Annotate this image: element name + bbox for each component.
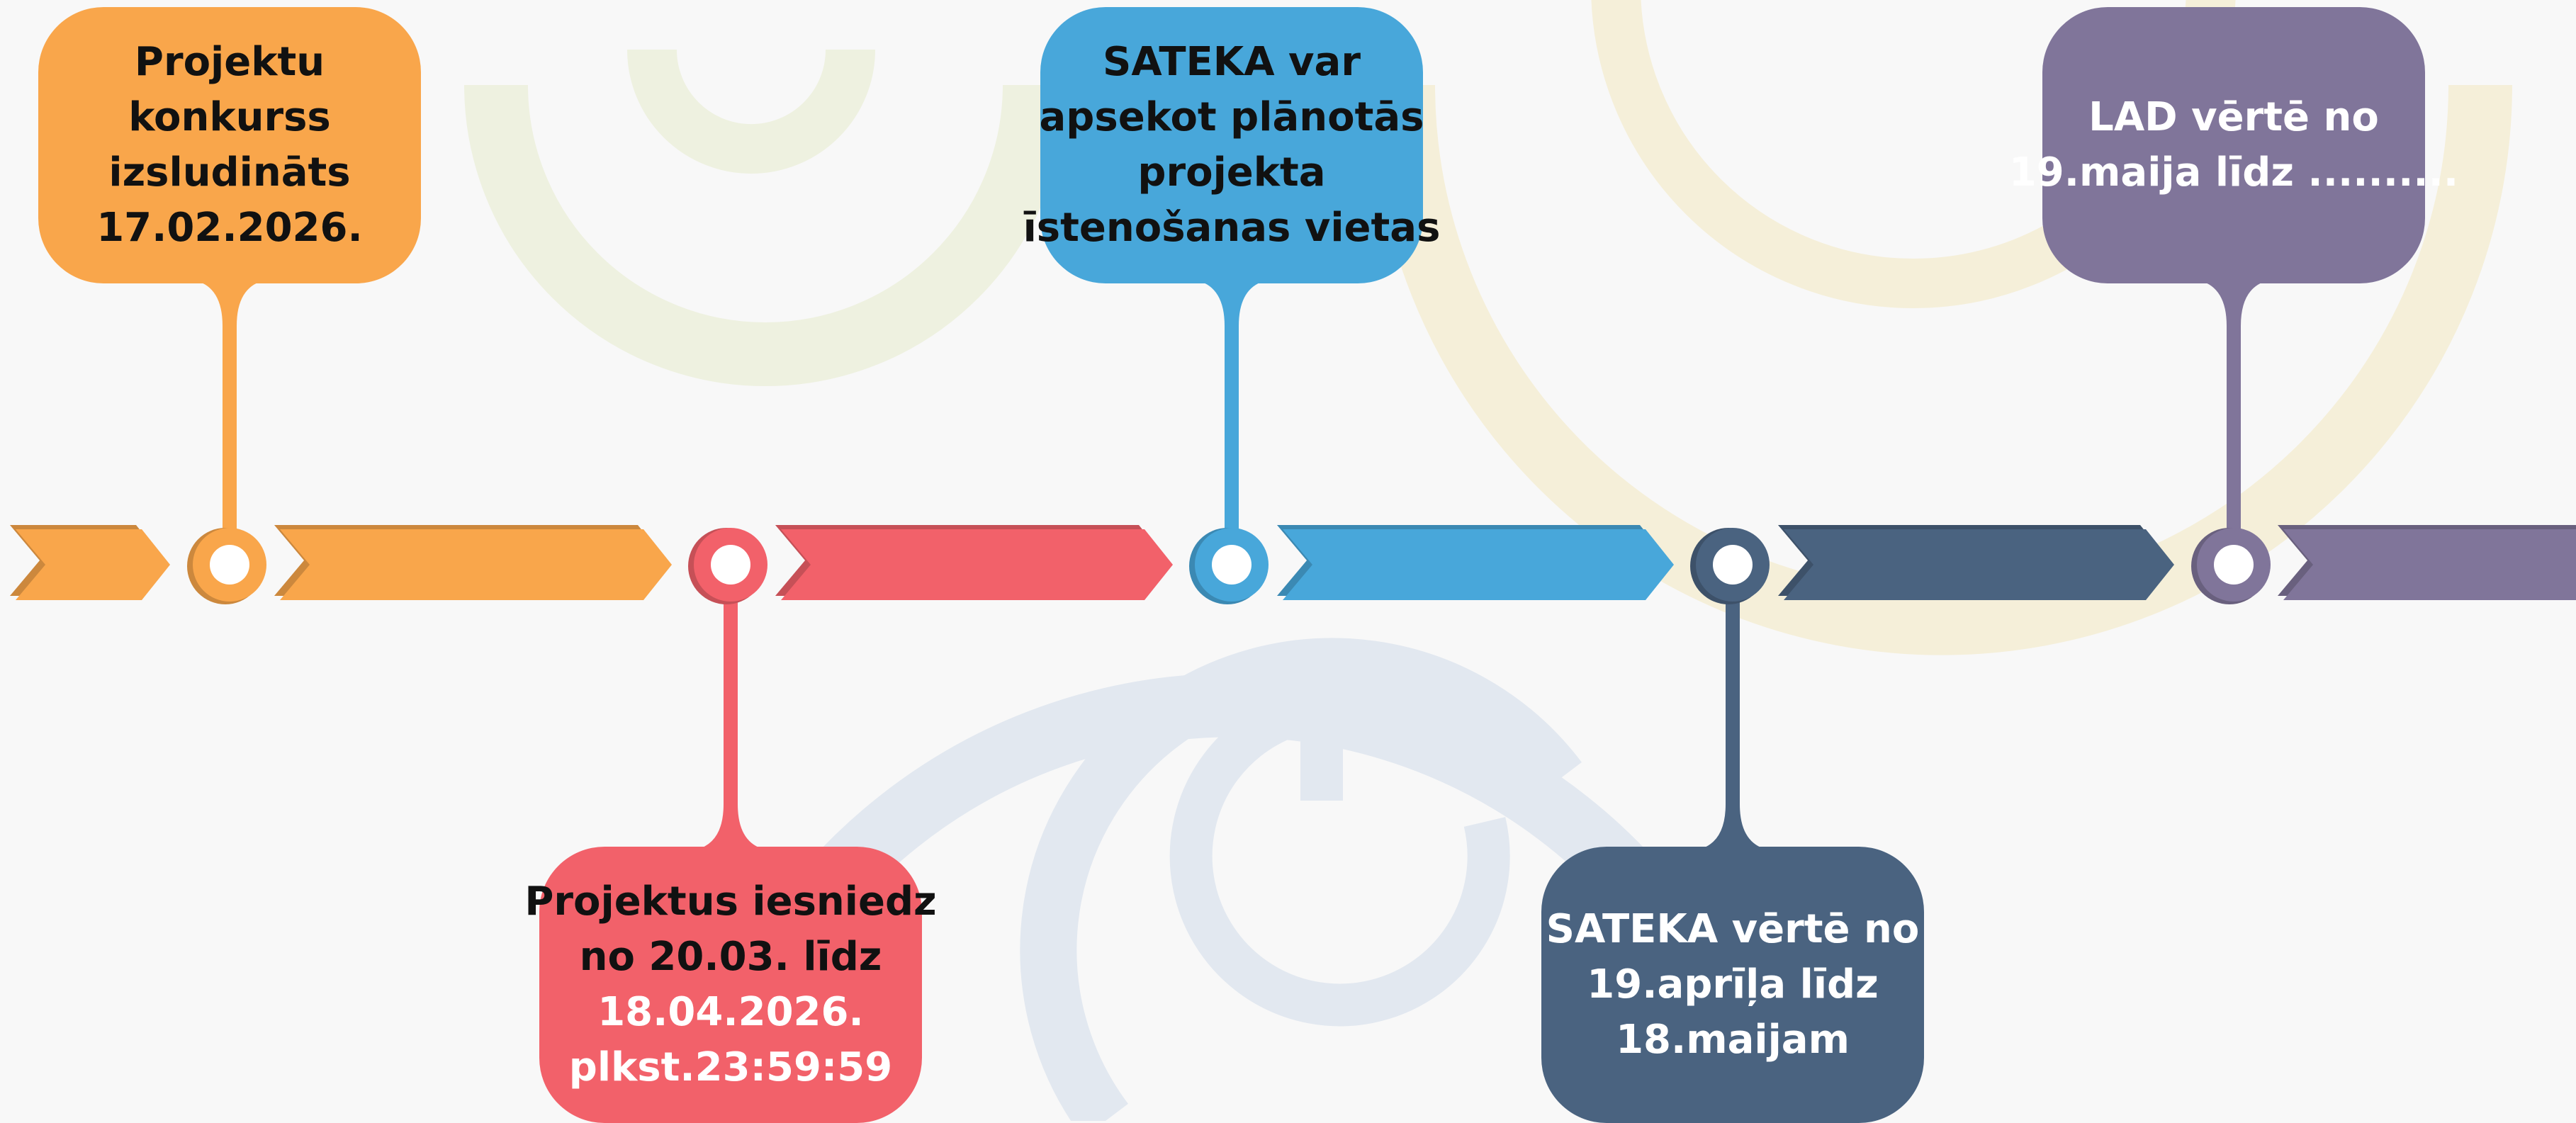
timeline-step-card-5: LAD vērtē no 19.maija līdz .......... [2009, 7, 2458, 283]
step-text-line: LAD vērtē no [2088, 94, 2379, 140]
timeline-node-center-3 [1212, 545, 1252, 585]
step-text-line: plkst.23:59:59 [568, 1044, 893, 1090]
step-text-line: projekta [1137, 149, 1326, 196]
timeline-node-center-1 [210, 545, 249, 585]
timeline-step-card-1: Projektu konkurss izsludināts 17.02.2026. [38, 7, 421, 283]
connector-line-5 [2227, 276, 2241, 565]
step-text-line: no 20.03. līdz [579, 934, 882, 980]
timeline-arrow-5 [1784, 529, 2174, 600]
connector-flare-4 [1699, 804, 1767, 850]
timeline-arrow-2 [280, 529, 672, 600]
step-text-line: īstenošanas vietas [1023, 205, 1441, 251]
timeline-step-card-4: SATEKA vērtē no 19.aprīļa līdz 18.maijam [1541, 847, 1924, 1123]
step-text-line: 19.maija līdz .......... [2008, 149, 2459, 196]
step-text-line: 18.04.2026. [597, 989, 864, 1035]
step-text-line: Projektus iesniedz [524, 879, 937, 925]
step-text-line: apsekot plānotās [1039, 94, 1424, 140]
timeline-arrow-4 [1283, 529, 1674, 600]
connector-line-3 [1225, 276, 1239, 565]
connector-flare-2 [697, 804, 765, 850]
step-text-line: konkurss [128, 94, 331, 140]
connector-flare-5 [2200, 281, 2268, 326]
timeline-step-card-2: Projektus iesniedz no 20.03. līdz 18.04.20… [524, 847, 937, 1123]
step-text-line: SATEKA var [1103, 39, 1361, 85]
timeline-node-center-2 [711, 545, 750, 585]
timeline-arrow-3 [781, 529, 1173, 600]
timeline-node-center-4 [1713, 545, 1753, 585]
step-text-line: izsludināts [108, 149, 351, 196]
connector-flare-3 [1198, 281, 1266, 326]
connector-line-1 [223, 276, 237, 565]
step-text-line: Projektu [134, 39, 325, 85]
step-text-line: 17.02.2026. [96, 205, 363, 251]
connector-line-2 [724, 565, 738, 854]
timeline-arrow-6 [2283, 529, 2576, 600]
connector-flare-1 [196, 281, 264, 326]
timeline-step-card-3: SATEKA var apsekot plānotās projekta īsteno… [1023, 7, 1440, 283]
connector-line-4 [1726, 565, 1740, 854]
timeline-arrow-1 [16, 529, 170, 600]
step-text-line: SATEKA vērtē no [1546, 906, 1920, 952]
step-text-line: 18.maijam [1616, 1017, 1850, 1063]
step-text-line: 19.aprīļa līdz [1587, 961, 1879, 1008]
timeline-node-center-5 [2214, 545, 2254, 585]
